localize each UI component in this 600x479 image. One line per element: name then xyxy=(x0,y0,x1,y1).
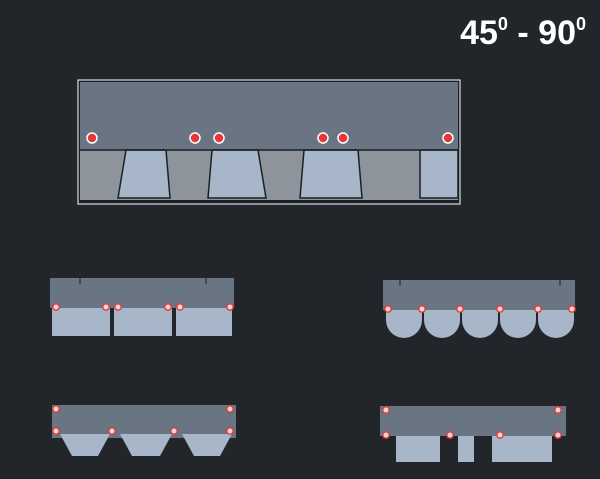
mixed-rectangle-shingle xyxy=(380,406,566,462)
slope-angle-label: 450 - 900 xyxy=(460,14,586,53)
mixed-shingle-top xyxy=(380,406,566,436)
nail-dot-icon xyxy=(337,132,349,144)
rect-tab-1 xyxy=(52,308,110,336)
nail-dot-icon xyxy=(108,427,116,435)
nail-dot-icon xyxy=(52,427,60,435)
nail-dot-icon xyxy=(317,132,329,144)
scallop-tab-5 xyxy=(538,310,574,338)
nail-dot-icon xyxy=(568,305,576,313)
nail-dot-icon xyxy=(226,303,234,311)
slope-separator: - xyxy=(517,14,529,52)
nail-dot-icon xyxy=(52,405,60,413)
trapezoid-tab-shingle xyxy=(52,405,236,456)
nail-dot-icon xyxy=(534,305,542,313)
rectangle-tab-shingle xyxy=(50,278,234,336)
scallop-tab-3 xyxy=(462,310,498,338)
nail-dot-icon xyxy=(164,303,172,311)
scalloped-shingle xyxy=(383,280,576,338)
nail-dot-icon xyxy=(114,303,122,311)
nail-dot-icon xyxy=(496,431,504,439)
nail-dot-icon xyxy=(418,305,426,313)
rect-shingle-top xyxy=(50,278,234,308)
degree-mark-max: 0 xyxy=(575,14,586,34)
nail-dot-icon xyxy=(496,305,504,313)
main-tab-3 xyxy=(299,149,363,199)
main-shingle-top-band xyxy=(80,82,458,150)
scallop-tab-4 xyxy=(500,310,536,338)
mixed-tab-3 xyxy=(492,436,552,462)
main-trapezoid-shingle xyxy=(77,79,461,205)
main-tab-1 xyxy=(117,149,171,199)
nail-dot-icon xyxy=(554,431,562,439)
nail-dot-icon xyxy=(226,427,234,435)
trap-tab-3 xyxy=(182,434,232,456)
scallop-tab-1 xyxy=(386,310,422,338)
scallop-shingle-top xyxy=(383,280,575,310)
nail-dot-icon xyxy=(226,405,234,413)
nail-dot-icon xyxy=(189,132,201,144)
rect-tab-2 xyxy=(114,308,172,336)
rect-tab-3 xyxy=(176,308,232,336)
nail-dot-icon xyxy=(456,305,464,313)
degree-mark-min: 0 xyxy=(497,14,508,34)
scallop-tab-2 xyxy=(424,310,460,338)
nail-dot-icon xyxy=(382,431,390,439)
slope-min: 45 xyxy=(460,14,498,52)
nail-dot-icon xyxy=(86,132,98,144)
nail-dot-icon xyxy=(382,406,390,414)
nail-dot-icon xyxy=(213,132,225,144)
nail-dot-icon xyxy=(446,431,454,439)
main-tab-4 xyxy=(419,149,459,199)
nail-dot-icon xyxy=(554,406,562,414)
mixed-tab-1 xyxy=(396,436,440,462)
slope-max: 90 xyxy=(538,14,576,52)
nail-dot-icon xyxy=(102,303,110,311)
nail-dot-icon xyxy=(176,303,184,311)
trap-shingle-top xyxy=(52,405,236,433)
mixed-tab-2 xyxy=(458,436,474,462)
nail-dot-icon xyxy=(442,132,454,144)
trap-tab-2 xyxy=(120,434,172,456)
nail-dot-icon xyxy=(52,303,60,311)
nail-dot-icon xyxy=(384,305,392,313)
main-tab-2 xyxy=(207,149,267,199)
trap-tab-1 xyxy=(60,434,110,456)
nail-dot-icon xyxy=(170,427,178,435)
